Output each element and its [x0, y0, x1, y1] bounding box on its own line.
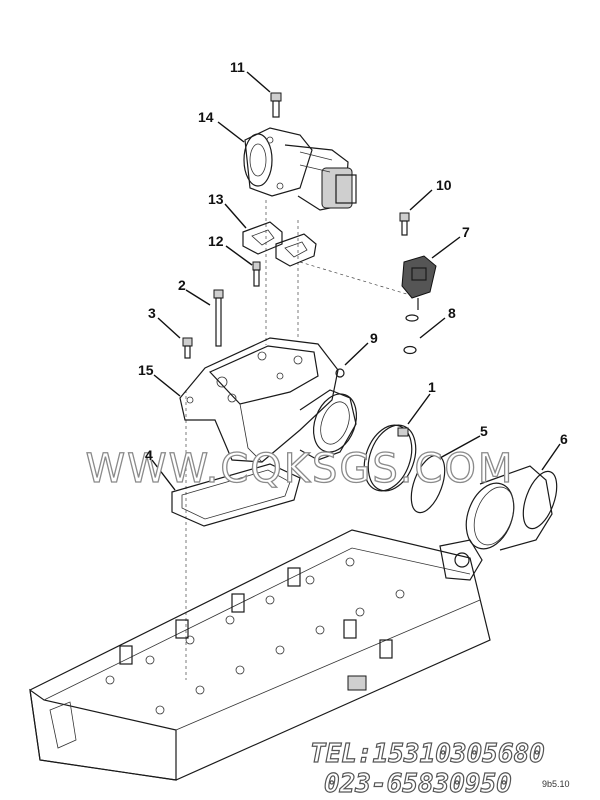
bolt-11 — [270, 92, 282, 118]
callout-3: 3 — [148, 305, 156, 321]
callout-2: 2 — [178, 277, 186, 293]
bolt-3 — [182, 337, 193, 359]
clamp-1 — [363, 424, 417, 492]
callout-14: 14 — [198, 109, 214, 125]
callout-4: 4 — [145, 447, 153, 463]
assembly-axes — [185, 200, 411, 680]
watermark-text: WWW.CQKSGS.COM — [86, 446, 515, 492]
callout-11: 11 — [230, 59, 245, 75]
callout-7: 7 — [462, 224, 470, 240]
head-bolts — [105, 557, 405, 715]
gasket-4 — [171, 463, 301, 527]
callout-1: 1 — [428, 379, 436, 395]
plug-9 — [335, 368, 345, 378]
callout-8: 8 — [448, 305, 456, 321]
callout-5: 5 — [480, 423, 488, 439]
callout-10: 10 — [436, 177, 452, 193]
sensor-port — [347, 675, 367, 691]
contact-tel: TEL:15310305680 — [310, 739, 545, 769]
bolt-2 — [213, 289, 224, 347]
gasket-13 — [242, 221, 317, 267]
cylinder-head — [29, 529, 491, 781]
injector-ports — [119, 567, 393, 665]
seal-ring-5 — [410, 454, 446, 514]
callout-13: 13 — [208, 191, 224, 207]
hose-6 — [465, 465, 558, 551]
sensor-7 — [401, 255, 437, 310]
leader-lines — [151, 71, 561, 491]
screw-10 — [399, 212, 410, 236]
callout-15: 15 — [138, 362, 154, 378]
callout-12: 12 — [208, 233, 224, 249]
figure-code: 9b5.10 — [542, 779, 570, 789]
callout-9: 9 — [370, 330, 378, 346]
intake-housing-15 — [179, 337, 358, 463]
stud-12 — [252, 261, 261, 287]
callout-6: 6 — [560, 431, 568, 447]
callout-labels: 11 14 13 12 10 7 2 3 8 9 15 1 5 6 4 — [138, 59, 568, 463]
contact-phone2: 023-65830950 — [324, 769, 512, 799]
o-ring-8 — [403, 314, 419, 355]
egr-valve-14 — [243, 127, 357, 211]
lifting-bracket — [439, 539, 483, 581]
